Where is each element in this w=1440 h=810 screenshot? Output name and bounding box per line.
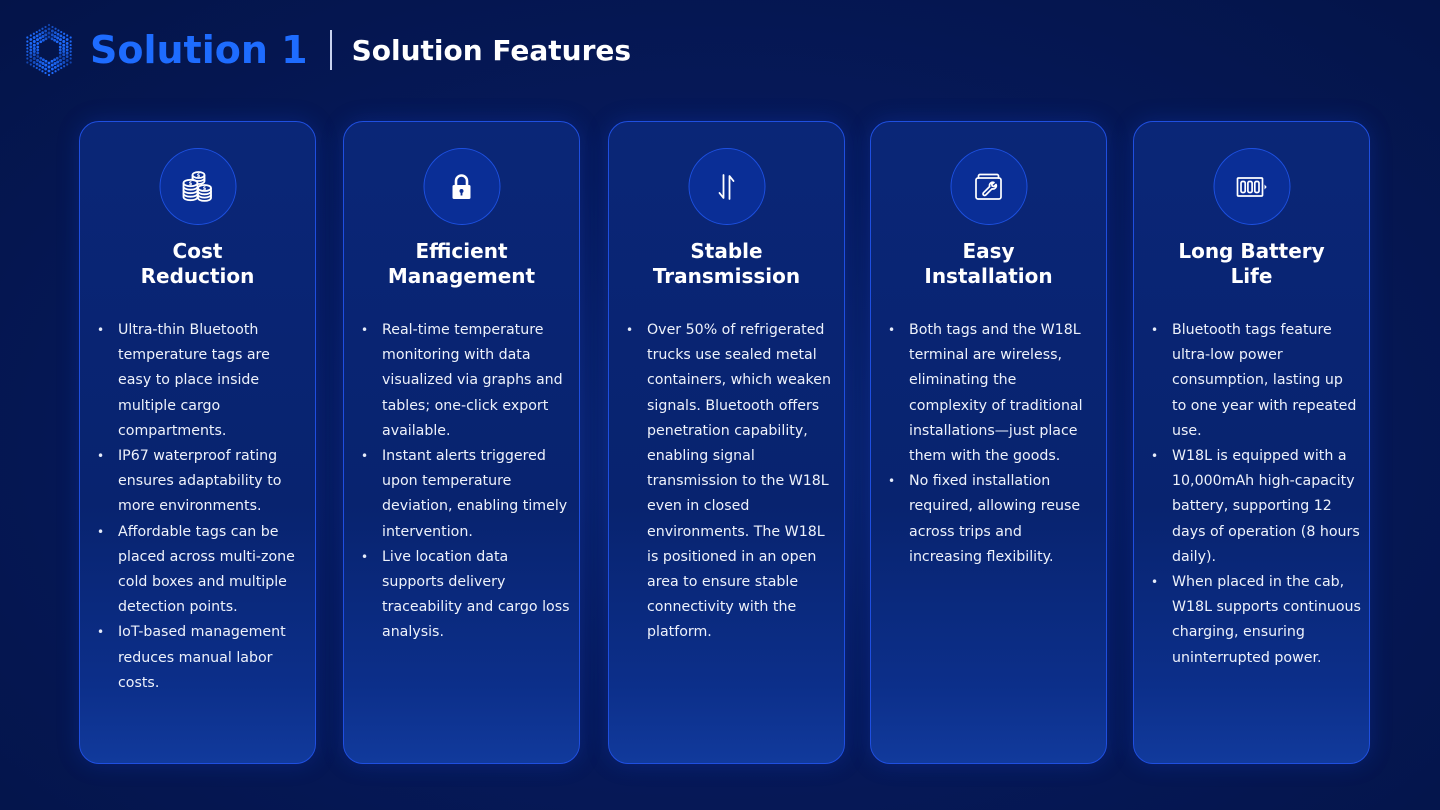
bullet-list: Over 50% of refrigerated trucks use seal… [626, 318, 836, 646]
icon-badge [1213, 148, 1290, 225]
bullet-item: Live location data supports delivery tra… [361, 545, 571, 646]
card-title: Easy Installation [924, 239, 1053, 288]
feature-card-efficient-management: Efficient Management Real-time temperatu… [343, 121, 580, 764]
card-title: Stable Transmission [652, 239, 801, 288]
battery-icon [1236, 176, 1267, 197]
feature-card-long-battery-life: Long Battery Life Bluetooth tags feature… [1133, 121, 1370, 764]
bullet-item: Over 50% of refrigerated trucks use seal… [626, 318, 836, 646]
title-divider [329, 30, 332, 70]
feature-cards: $ $ $ Cost Reduction Ultra-thin Bluetoot… [79, 121, 1371, 764]
icon-badge: $ $ $ [159, 148, 236, 225]
icon-badge [423, 148, 500, 225]
bullet-item: Bluetooth tags feature ultra-low power c… [1151, 318, 1361, 444]
coins-stack-icon: $ $ $ [182, 170, 212, 202]
svg-text:$: $ [203, 185, 207, 191]
bullet-item: Real-time temperature monitoring with da… [361, 318, 571, 444]
card-title: Long Battery Life [1178, 239, 1325, 288]
feature-card-cost-reduction: $ $ $ Cost Reduction Ultra-thin Bluetoot… [79, 121, 316, 764]
bullet-list: Bluetooth tags feature ultra-low power c… [1151, 318, 1361, 671]
bullet-item: IoT-based management reduces manual labo… [97, 620, 307, 696]
slide-title: Solution 1 [90, 28, 308, 72]
bullet-item: Affordable tags can be placed across mul… [97, 520, 307, 621]
card-title: Efficient Management [387, 239, 536, 288]
hexagon-dot-ring-logo-icon [26, 23, 72, 77]
bullet-item: Both tags and the W18L terminal are wire… [888, 318, 1098, 469]
slide-subtitle: Solution Features [351, 33, 632, 67]
bullet-item: Ultra-thin Bluetooth temperature tags ar… [97, 318, 307, 444]
up-down-arrows-icon [718, 173, 735, 200]
bullet-item: No fixed installation required, allowing… [888, 469, 1098, 570]
bullet-list: Ultra-thin Bluetooth temperature tags ar… [97, 318, 307, 696]
slide-header: Solution 1 Solution Features [22, 20, 631, 80]
bullet-item: IP67 waterproof rating ensures adaptabil… [97, 444, 307, 520]
icon-badge [688, 148, 765, 225]
bullet-item: W18L is equipped with a 10,000mAh high-c… [1151, 444, 1361, 570]
padlock-icon [452, 173, 471, 199]
svg-text:$: $ [189, 181, 193, 187]
bullet-list: Both tags and the W18L terminal are wire… [888, 318, 1098, 570]
bullet-item: Instant alerts triggered upon temperatur… [361, 444, 571, 545]
card-title: Cost Reduction [140, 239, 255, 288]
feature-card-stable-transmission: Stable Transmission Over 50% of refriger… [608, 121, 845, 764]
svg-text:$: $ [197, 172, 201, 178]
bullet-item: When placed in the cab, W18L supports co… [1151, 570, 1361, 671]
feature-card-easy-installation: Easy Installation Both tags and the W18L… [870, 121, 1107, 764]
bullet-list: Real-time temperature monitoring with da… [361, 318, 571, 646]
icon-badge [950, 148, 1027, 225]
toolbox-wrench-icon [975, 173, 1002, 200]
